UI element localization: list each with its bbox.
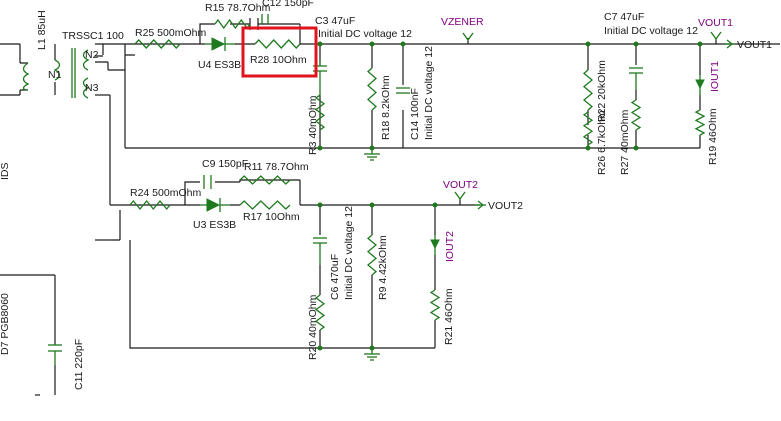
label-iout1: IOUT1 (709, 61, 721, 92)
diode-u4[interactable] (205, 37, 235, 51)
resistor-r25[interactable] (134, 39, 181, 49)
resistor-r18[interactable] (367, 67, 377, 111)
inductor-l1[interactable] (22, 62, 30, 91)
ammeter-iout2-arrow[interactable] (430, 235, 440, 255)
label-c3: C3 47uF (315, 15, 355, 27)
label-r11: R11 78.7Ohm (244, 161, 309, 173)
label-c7: C7 47uF (604, 11, 644, 23)
diode-u3[interactable] (200, 198, 230, 212)
label-c6-initial: Initial DC voltage 12 (343, 206, 355, 300)
resistor-r20[interactable] (314, 294, 326, 331)
capacitor-c9[interactable] (203, 175, 212, 189)
label-r21: R21 46Ohm (443, 288, 455, 345)
capacitor-c11[interactable] (48, 344, 62, 365)
label-r26: R26 6.7kOhm (596, 110, 608, 175)
label-u3: U3 ES3B (193, 219, 236, 231)
label-trssc1: TRSSC1 100 (62, 30, 124, 42)
resistor-r26[interactable] (582, 111, 594, 146)
label-r9: R9 4.42kOhm (377, 235, 389, 300)
label-c14-initial: Initial DC voltage 12 (423, 46, 435, 140)
resistor-r11[interactable] (239, 175, 291, 185)
label-d7: D7 PGB8060 (0, 293, 11, 355)
label-vout1-probe: VOUT1 (698, 17, 733, 29)
probe-vout1[interactable] (710, 31, 722, 41)
label-n2: N2 (85, 49, 99, 61)
label-n1: N1 (48, 69, 62, 81)
resistor-r17[interactable] (239, 200, 291, 210)
resistor-r27[interactable] (630, 99, 642, 131)
wires (0, 18, 780, 396)
resistor-r9[interactable] (366, 234, 378, 276)
label-c3-initial: Initial DC voltage 12 (318, 28, 412, 40)
transformer-trssc1[interactable] (53, 48, 90, 99)
capacitor-c14[interactable] (396, 87, 410, 94)
junction-nodes (317, 41, 703, 351)
label-r17: R17 10Ohm (243, 211, 300, 223)
label-c9: C9 150pF (202, 158, 248, 170)
label-r19: R19 46Ohm (707, 108, 719, 165)
label-c14: C14 100nF (409, 88, 421, 140)
ground-top (364, 148, 380, 161)
resistor-r3[interactable] (314, 94, 326, 131)
label-c7-initial: Initial DC voltage 12 (604, 25, 698, 37)
label-n3: N3 (85, 82, 99, 94)
resistor-r21[interactable] (429, 289, 441, 321)
resistor-r24[interactable] (129, 199, 171, 211)
probe-vout2[interactable] (454, 191, 466, 201)
label-c11: C11 220pF (73, 339, 85, 390)
label-vout2-terminal: VOUT2 (488, 200, 523, 212)
capacitor-c12[interactable] (261, 14, 269, 24)
label-r3: R3 40mOhm (307, 95, 319, 155)
capacitor-c7[interactable] (629, 67, 643, 90)
highlight-box-r28 (241, 26, 318, 78)
label-r28: R28 10Ohm (250, 54, 307, 66)
ground-bottom (364, 348, 380, 361)
label-vzener: VZENER (441, 16, 484, 28)
label-vout2-probe: VOUT2 (443, 179, 478, 191)
label-edge-left: IDS (0, 162, 11, 180)
label-c6: C6 470uF (329, 254, 341, 300)
label-u4: U4 ES3B (198, 59, 241, 71)
resistor-r19[interactable] (694, 109, 706, 136)
label-iout2: IOUT2 (444, 231, 456, 262)
ammeter-iout1-arrow[interactable] (695, 75, 705, 95)
terminal-vout2[interactable] (475, 200, 486, 210)
label-r18: R18 8.2kOhm (380, 75, 392, 140)
resistor-r28[interactable] (254, 39, 301, 49)
resistor-r22[interactable] (582, 69, 594, 111)
label-c12: C12 150pF (262, 0, 314, 9)
probe-vzener[interactable] (462, 32, 474, 42)
label-r25: R25 500mOhm (135, 27, 206, 39)
label-l1: L1 85uH (36, 10, 48, 50)
label-r27: R27 40mOhm (619, 109, 631, 175)
label-r22: R22 20kOhm (596, 60, 608, 122)
label-r24: R24 500mOhm (130, 187, 201, 199)
capacitor-c6[interactable] (313, 237, 327, 265)
label-vout1-terminal: VOUT1 (737, 39, 772, 51)
label-r20: R20 40mOhm (307, 294, 319, 360)
label-r15: R15 78.7Ohm (205, 2, 271, 14)
terminal-vout1[interactable] (725, 39, 735, 49)
